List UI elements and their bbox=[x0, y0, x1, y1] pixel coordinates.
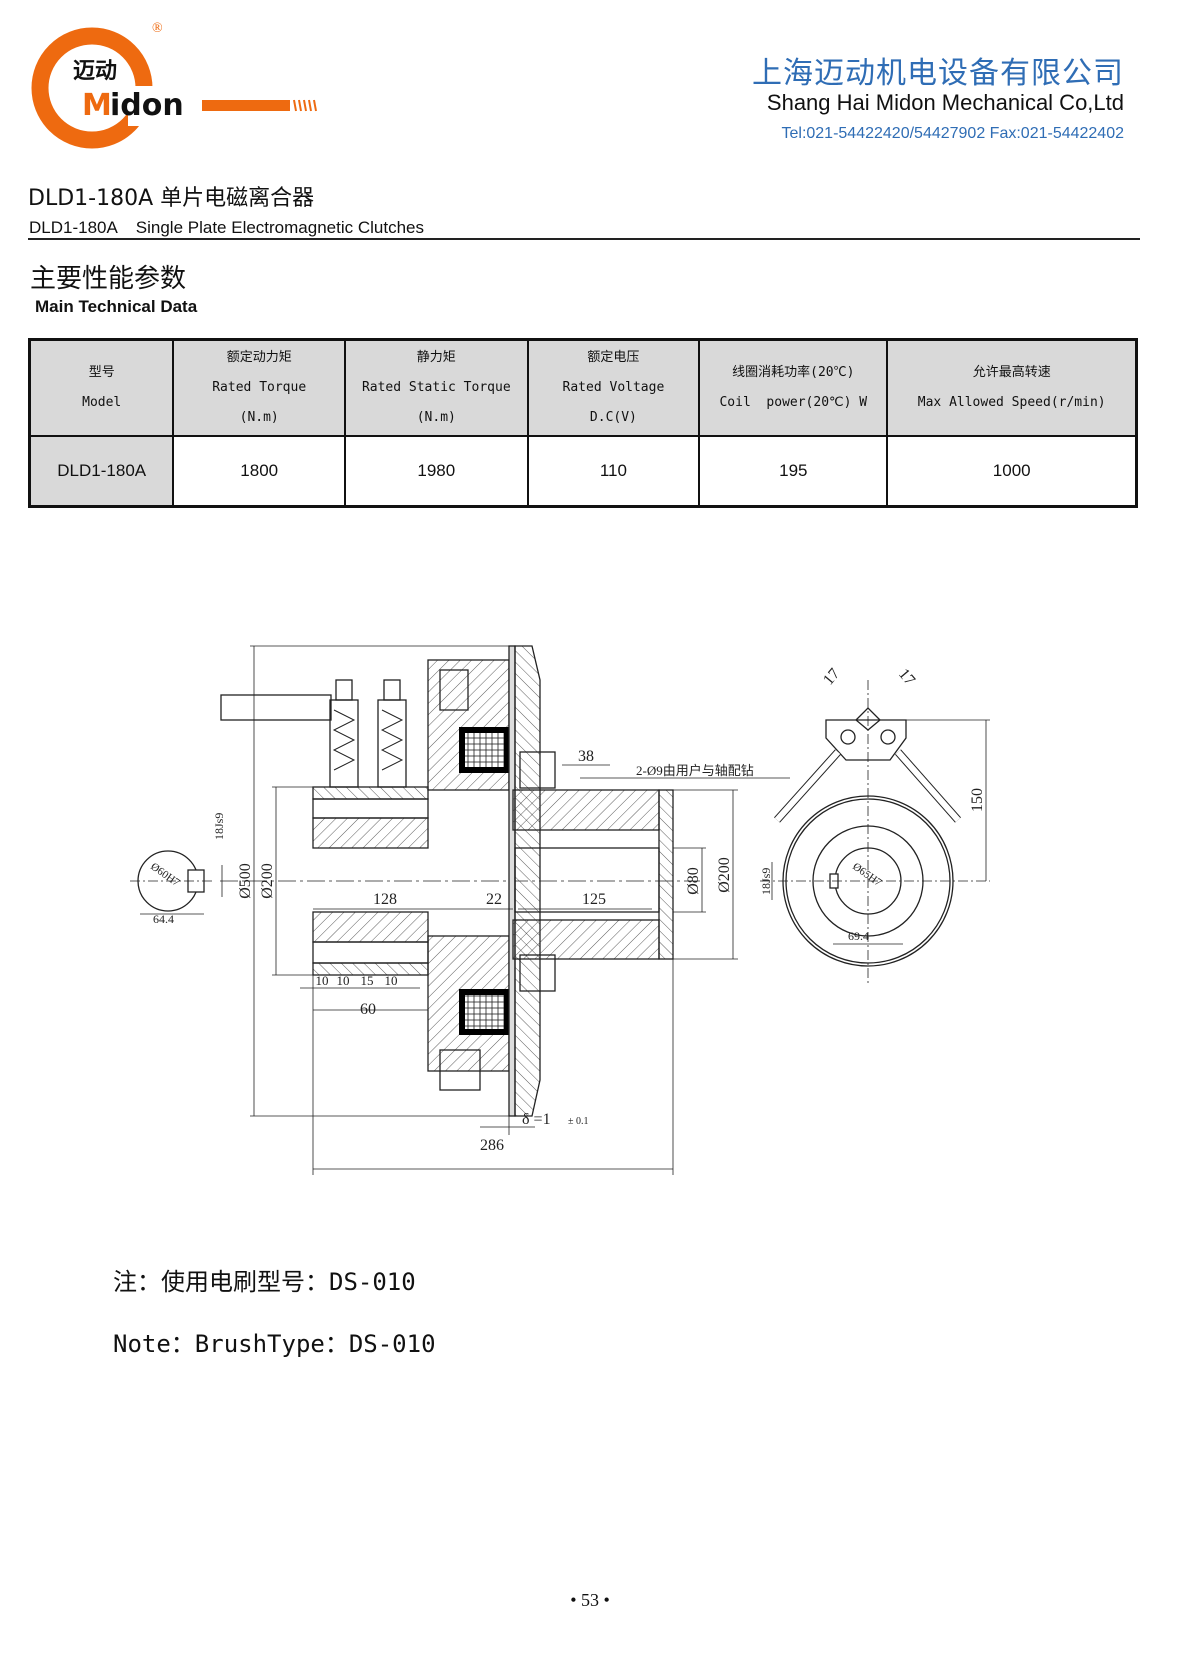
company-name-en: Shang Hai Midon Mechanical Co,Ltd bbox=[766, 90, 1124, 115]
header-line: D.C(V) bbox=[589, 410, 637, 425]
dim-bore-left: Ø60H7 bbox=[148, 861, 182, 890]
header-line: (N.m) bbox=[416, 410, 456, 425]
dim-17b: 17 bbox=[895, 666, 918, 689]
header-line: Rated Torque bbox=[212, 380, 307, 395]
dim-key-right: 18Js9 bbox=[759, 868, 773, 895]
header-line: Model bbox=[82, 395, 122, 410]
cell-rated-voltage: 110 bbox=[526, 435, 701, 508]
section-title-cn: 主要性能参数 bbox=[30, 264, 187, 294]
dim-128: 128 bbox=[373, 891, 397, 908]
dim-gap: δ =1 bbox=[522, 1111, 551, 1128]
bolt-top bbox=[519, 751, 556, 789]
armature bbox=[514, 645, 541, 1117]
dim-60: 60 bbox=[360, 1001, 376, 1018]
dim-d80: Ø80 bbox=[685, 867, 702, 895]
header-line: 允许最高转速 bbox=[972, 365, 1051, 380]
company-logo: 迈动 M idon ® bbox=[30, 18, 330, 153]
bolt-bottom bbox=[519, 954, 556, 992]
cell-model: DLD1-180A bbox=[28, 435, 175, 508]
header-line: 线圈消耗功率(20℃) bbox=[732, 365, 855, 380]
dim-gap-tol: ± 0.1 bbox=[568, 1116, 589, 1127]
dim-d500: Ø500 bbox=[237, 863, 254, 899]
header-model: 型号 Model bbox=[28, 338, 175, 437]
dim-125: 125 bbox=[582, 891, 606, 908]
dim-15: 15 bbox=[361, 973, 374, 988]
dim-10a: 10 bbox=[316, 973, 329, 988]
svg-text:迈动: 迈动 bbox=[73, 59, 117, 84]
dim-keyway-right: 69.4 bbox=[848, 929, 869, 943]
left-hub-bottom bbox=[312, 911, 429, 943]
page-number: • 53 • bbox=[570, 1590, 610, 1610]
dim-286: 286 bbox=[480, 1137, 504, 1154]
header-line: Max Allowed Speed(r/min) bbox=[917, 395, 1106, 410]
dim-d200-right: Ø200 bbox=[716, 857, 733, 893]
header-line: 静力矩 bbox=[416, 350, 456, 365]
dim-bore-right: Ø65H7 bbox=[850, 861, 884, 890]
header-static-torque: 静力矩 Rated Static Torque (N.m) bbox=[343, 338, 529, 437]
brush-lead bbox=[220, 694, 332, 721]
svg-text:idon: idon bbox=[110, 88, 184, 123]
end-plate bbox=[658, 789, 674, 960]
header-line: 额定动力矩 bbox=[226, 350, 292, 365]
dim-17a: 17 bbox=[820, 665, 843, 688]
table-row: DLD1-180A 1800 1980 110 195 1000 bbox=[28, 435, 1138, 508]
header-rated-torque: 额定动力矩 Rated Torque (N.m) bbox=[172, 338, 346, 437]
left-hub-top bbox=[312, 817, 429, 849]
cell-max-speed: 1000 bbox=[886, 435, 1138, 508]
right-hub-bottom bbox=[512, 919, 660, 960]
dim-10b: 10 bbox=[337, 973, 350, 988]
header-line: Rated Voltage bbox=[562, 380, 665, 395]
coil-top bbox=[459, 727, 510, 773]
right-hub-top bbox=[512, 789, 660, 831]
friction-plate bbox=[508, 645, 516, 1117]
note-en: Note：BrushType：DS-010 bbox=[113, 1330, 436, 1358]
cell-static-torque: 1980 bbox=[343, 435, 529, 508]
header-line: (N.m) bbox=[239, 410, 279, 425]
product-title-cn: DLD1-180A 单片电磁离合器 bbox=[28, 186, 315, 211]
svg-text:M: M bbox=[82, 88, 112, 123]
brush-2 bbox=[377, 699, 407, 788]
header-max-speed: 允许最高转速 Max Allowed Speed(r/min) bbox=[886, 338, 1138, 437]
brush-1 bbox=[329, 699, 359, 788]
svg-text:®: ® bbox=[152, 21, 163, 36]
dim-holes-note: 2-Ø9由用户与轴配钻 bbox=[636, 763, 754, 778]
product-title-en: DLD1-180A Single Plate Electromagnetic C… bbox=[29, 218, 424, 237]
dim-150: 150 bbox=[969, 788, 986, 812]
clutch-technical-drawing: Ø500 Ø200 128 22 125 38 2-Ø9由用户与轴配钻 Ø80 … bbox=[130, 645, 990, 1175]
technical-data-table: 型号 Model 额定动力矩 Rated Torque (N.m) 静力矩 Rated … bbox=[28, 338, 1138, 508]
header-line: 额定电压 bbox=[587, 350, 640, 365]
coil-bottom bbox=[459, 989, 510, 1035]
header-line: 型号 bbox=[88, 365, 115, 380]
note-cn: 注：使用电刷型号：DS-010 bbox=[113, 1268, 416, 1296]
header-line: Coil power(20℃) W bbox=[719, 395, 868, 410]
title-divider bbox=[28, 238, 1140, 240]
dim-d200-left: Ø200 bbox=[259, 863, 276, 899]
header-line: Rated Static Torque bbox=[361, 380, 511, 395]
dim-38: 38 bbox=[578, 748, 594, 765]
table-header-row: 型号 Model 额定动力矩 Rated Torque (N.m) 静力矩 Rated … bbox=[28, 338, 1138, 437]
cell-coil-power: 195 bbox=[698, 435, 889, 508]
header-coil-power: 线圈消耗功率(20℃) Coil power(20℃) W bbox=[698, 338, 889, 437]
dim-22: 22 bbox=[486, 891, 502, 908]
dim-keyway-left: 64.4 bbox=[153, 912, 174, 926]
cell-rated-torque: 1800 bbox=[172, 435, 346, 508]
section-title-en: Main Technical Data bbox=[35, 297, 198, 316]
dim-10c: 10 bbox=[385, 973, 398, 988]
company-name-cn: 上海迈动机电设备有限公司 bbox=[752, 56, 1124, 91]
company-contact: Tel:021-54422420/54427902 Fax:021-544224… bbox=[781, 125, 1124, 142]
dim-key-left: 18Js9 bbox=[212, 813, 226, 840]
